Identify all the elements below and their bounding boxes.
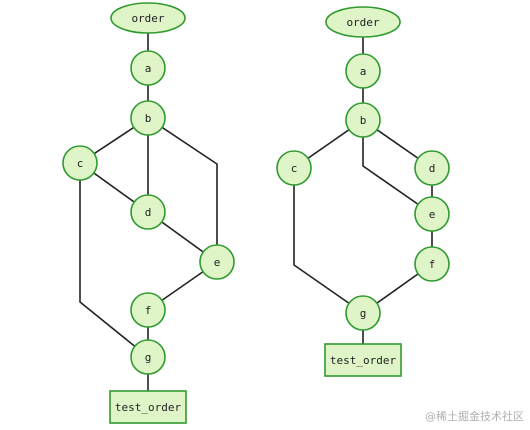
node-test-order: test_order xyxy=(324,343,402,377)
node-shape-circle xyxy=(414,246,450,282)
node-label: g xyxy=(145,351,152,364)
node-shape-circle xyxy=(276,150,312,186)
node-label: a xyxy=(145,62,152,75)
node-shape-circle xyxy=(130,292,166,328)
node-shape-circle xyxy=(345,102,381,138)
node-shape-circle xyxy=(345,53,381,89)
node-order: order xyxy=(325,6,401,38)
node-label: d xyxy=(429,162,436,175)
edge-c-g xyxy=(79,163,149,358)
node-shape-circle xyxy=(130,50,166,86)
node-label: f xyxy=(429,258,436,271)
node-shape-ellipse xyxy=(325,6,401,38)
node-c: c xyxy=(276,150,312,186)
node-shape-rect xyxy=(324,343,402,377)
node-f: f xyxy=(130,292,166,328)
node-shape-ellipse xyxy=(110,2,186,34)
node-a: a xyxy=(130,50,166,86)
node-a: a xyxy=(345,53,381,89)
node-b: b xyxy=(130,100,166,136)
node-label: a xyxy=(360,65,367,78)
node-label: g xyxy=(360,307,367,320)
diagram-right: order a b c d e f g test_order xyxy=(276,6,450,377)
node-label: b xyxy=(360,114,367,127)
node-g: g xyxy=(345,295,381,331)
node-e: e xyxy=(199,244,235,280)
watermark: @稀土掘金技术社区 xyxy=(425,410,524,423)
node-label: b xyxy=(145,112,152,125)
node-shape-circle xyxy=(414,196,450,232)
node-d: d xyxy=(130,194,166,230)
node-label: test_order xyxy=(330,354,397,367)
node-label: d xyxy=(145,206,152,219)
node-test-order: test_order xyxy=(109,390,187,424)
node-c: c xyxy=(62,145,98,181)
node-label: order xyxy=(131,12,164,25)
edge-b-e xyxy=(147,117,218,262)
node-shape-circle xyxy=(414,150,450,186)
node-label: order xyxy=(346,16,379,29)
node-label: f xyxy=(145,304,152,317)
node-shape-rect xyxy=(109,390,187,424)
node-label: e xyxy=(429,208,436,221)
node-g: g xyxy=(130,339,166,375)
node-shape-circle xyxy=(345,295,381,331)
node-shape-circle xyxy=(130,194,166,230)
node-e: e xyxy=(414,196,450,232)
node-shape-circle xyxy=(199,244,235,280)
node-order: order xyxy=(110,2,186,34)
diagram-left: order a b c d e f g test_order xyxy=(62,2,235,424)
node-f: f xyxy=(414,246,450,282)
node-b: b xyxy=(345,102,381,138)
node-label: test_order xyxy=(115,401,182,414)
node-label: e xyxy=(214,256,221,269)
node-shape-circle xyxy=(130,339,166,375)
node-shape-circle xyxy=(62,145,98,181)
node-shape-circle xyxy=(130,100,166,136)
node-label: c xyxy=(77,157,84,170)
node-label: c xyxy=(291,162,298,175)
edge-c-g xyxy=(293,168,364,314)
node-d: d xyxy=(414,150,450,186)
